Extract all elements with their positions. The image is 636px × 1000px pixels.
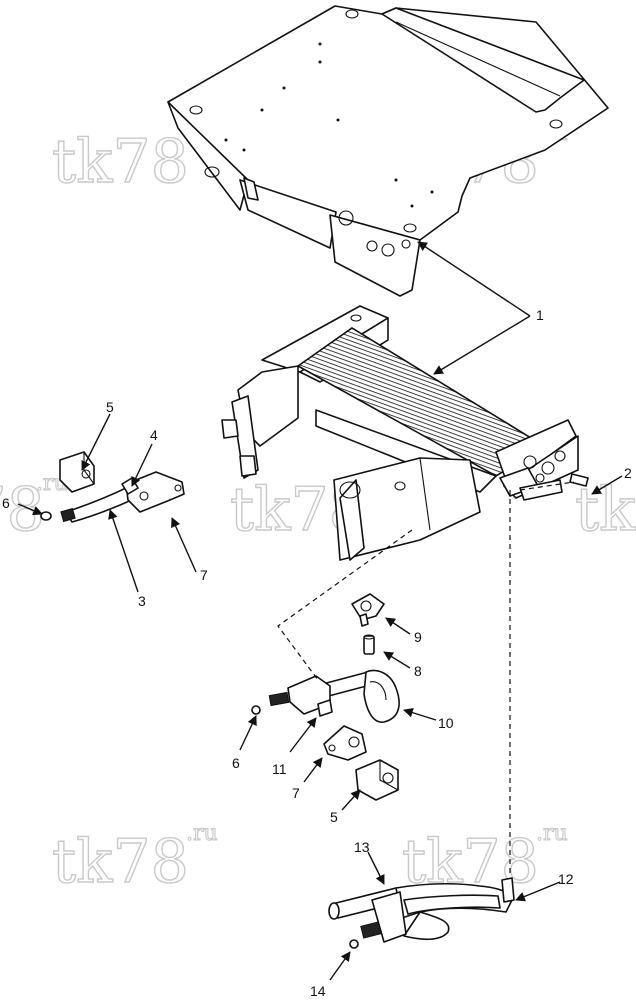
o-ring-bottom xyxy=(349,939,359,949)
callout-5-lower: 5 xyxy=(330,809,338,825)
gasket-middle xyxy=(323,725,367,761)
callout-2: 2 xyxy=(624,465,632,481)
callout-13: 13 xyxy=(354,839,370,855)
block-fitting-middle xyxy=(355,759,399,801)
callout-5-upper: 5 xyxy=(106,399,114,415)
o-ring-upper xyxy=(40,511,52,521)
svg-text:tk78: tk78 xyxy=(52,827,189,897)
callout-6-lower: 6 xyxy=(232,755,240,771)
tube-assembly-middle xyxy=(268,669,400,723)
svg-text:.ru: .ru xyxy=(536,821,568,846)
callout-10: 10 xyxy=(438,715,454,731)
valve-9 xyxy=(351,593,385,627)
callout-3: 3 xyxy=(138,593,146,609)
callout-9: 9 xyxy=(414,629,422,645)
callout-4: 4 xyxy=(150,427,158,443)
tube-assembly-bottom xyxy=(328,877,515,943)
callout-12: 12 xyxy=(558,871,574,887)
callout-1: 1 xyxy=(536,307,544,323)
svg-text:tk78: tk78 xyxy=(52,127,189,197)
callout-7-lower: 7 xyxy=(292,785,300,801)
fitting-2 xyxy=(569,473,589,487)
block-fitting-upper xyxy=(59,451,95,493)
watermark-bottom-left: tk78 .ru xyxy=(51,820,218,897)
callout-14: 14 xyxy=(310,983,326,999)
callout-8: 8 xyxy=(414,663,422,679)
assembly-guide-lines xyxy=(277,481,575,876)
sleeve-8 xyxy=(363,634,375,655)
callout-labels: 1 2 3 4 5 5 6 6 7 7 8 9 10 11 12 13 14 xyxy=(2,307,632,999)
watermark-middle-left: tk78 .ru xyxy=(0,470,68,545)
radiator-core xyxy=(221,305,579,561)
callout-6-upper: 6 xyxy=(2,495,10,511)
mounting-bracket xyxy=(167,5,609,297)
leader-lines xyxy=(17,241,623,981)
callout-7-upper: 7 xyxy=(200,567,208,583)
callout-11: 11 xyxy=(272,761,287,777)
o-ring-middle xyxy=(251,705,261,715)
svg-text:.ru: .ru xyxy=(186,821,218,846)
